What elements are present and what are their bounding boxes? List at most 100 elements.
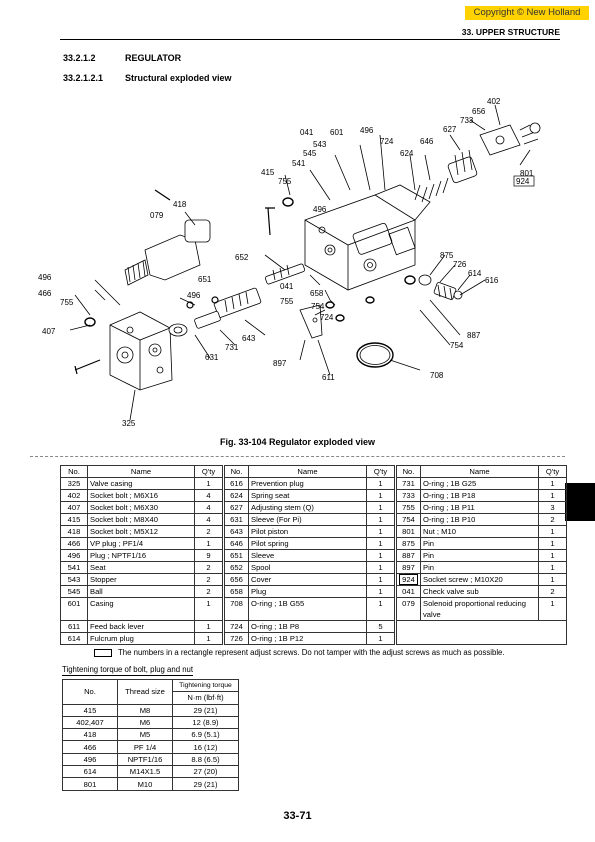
part-no: 627 (224, 501, 249, 514)
section-header: 33. UPPER STRUCTURE (461, 27, 560, 37)
callout-041-top: 041 (300, 128, 314, 137)
header-no: No. (396, 465, 421, 478)
callout-652: 652 (235, 253, 249, 262)
page-number: 33-71 (283, 810, 312, 822)
torque-no: 402,407 (62, 715, 118, 730)
thread-size: NPTF1/16 (117, 752, 173, 767)
part-name: Valve casing (87, 477, 195, 490)
part-name: O-ring ; 1B P12 (248, 632, 367, 645)
part-name: Socket bolt ; M6X16 (87, 489, 195, 502)
part-qty: 1 (366, 477, 395, 490)
part-no: 656 (224, 573, 249, 586)
part-qty: 1 (194, 537, 223, 550)
part-name: Ball (87, 585, 195, 598)
callout-733: 733 (460, 116, 474, 125)
part-no: 924 (396, 573, 421, 586)
part-name: Sleeve (248, 549, 367, 562)
table-separator-rule (30, 456, 565, 457)
part-name: Socket screw ; M10X20 (420, 573, 539, 586)
adjust-screw-note: The numbers in a rectangle represent adj… (94, 648, 505, 657)
torque-no: 801 (62, 777, 118, 791)
torque-table-title: Tightening torque of bolt, plug and nut (62, 665, 194, 676)
part-qty: 5 (366, 620, 395, 633)
callout-616: 616 (485, 276, 499, 285)
part-qty: 1 (538, 489, 567, 502)
part-no: 658 (224, 585, 249, 598)
callout-325: 325 (122, 419, 136, 428)
thread-size: M6 (117, 715, 173, 730)
part-qty: 1 (194, 620, 223, 633)
callout-887: 887 (467, 331, 481, 340)
part-qty: 1 (538, 597, 567, 621)
header-no: No. (224, 465, 249, 478)
header-name: Name (420, 465, 539, 478)
part-no: 402 (60, 489, 88, 502)
part-qty: 1 (538, 549, 567, 562)
part-name: Pin (420, 549, 539, 562)
part-name: Feed back lever (87, 620, 195, 633)
part-qty: 1 (538, 573, 567, 586)
callout-543: 543 (313, 140, 327, 149)
part-no: 325 (60, 477, 88, 490)
torque-value: 27 (20) (172, 765, 239, 779)
part-qty: 2 (194, 573, 223, 586)
part-name: O-ring ; 1B G25 (420, 477, 539, 490)
callout-624: 624 (400, 149, 414, 158)
part-no: 041 (396, 585, 421, 598)
part-no: 887 (396, 549, 421, 562)
part-no: 726 (224, 632, 249, 645)
part-name: Casing (87, 597, 195, 621)
callout-724-mid: 724 (320, 313, 334, 322)
part-no: 624 (224, 489, 249, 502)
part-no: 652 (224, 561, 249, 574)
torque-no: 496 (62, 752, 118, 767)
callout-418: 418 (173, 200, 187, 209)
torque-header-thread: Thread size (117, 679, 173, 705)
callout-755-mid: 755 (280, 297, 294, 306)
part-name: Socket bolt ; M8X40 (87, 513, 195, 526)
regulator-exploded-diagram: 402 656 733 627 646 041 601 496 724 624 … (38, 97, 541, 428)
part-name: Check valve sub (420, 585, 539, 598)
callout-614: 614 (468, 269, 482, 278)
callout-656: 656 (472, 107, 486, 116)
part-name: O-ring ; 1B G55 (248, 597, 367, 621)
part-qty: 2 (194, 561, 223, 574)
part-name: Seat (87, 561, 195, 574)
part-no: 651 (224, 549, 249, 562)
column-gap (394, 632, 397, 645)
part-qty: 1 (366, 632, 395, 645)
callout-496-casing: 496 (313, 205, 327, 214)
part-name: Spool (248, 561, 367, 574)
part-name: Adjusting stem (Q) (248, 501, 367, 514)
part-name: Pilot piston (248, 525, 367, 538)
callout-643: 643 (242, 334, 256, 343)
header-qty: Q'ty (538, 465, 567, 478)
callout-079: 079 (150, 211, 164, 220)
part-qty: 4 (194, 513, 223, 526)
torque-value: 12 (8.9) (172, 715, 239, 730)
section-title: REGULATOR (125, 53, 182, 63)
part-no: 708 (224, 597, 249, 621)
part-qty: 1 (366, 549, 395, 562)
part-qty: 3 (538, 501, 567, 514)
part-no: 611 (60, 620, 88, 633)
part-no: 643 (224, 525, 249, 538)
part-name: VP plug ; PF1/4 (87, 537, 195, 550)
header-name: Name (87, 465, 195, 478)
part-no: 631 (224, 513, 249, 526)
part-name: Spring seat (248, 489, 367, 502)
part-no: 755 (396, 501, 421, 514)
callout-407: 407 (42, 327, 56, 336)
torque-value: 16 (12) (172, 740, 239, 754)
callout-541: 541 (292, 159, 306, 168)
part-qty: 1 (194, 597, 223, 621)
